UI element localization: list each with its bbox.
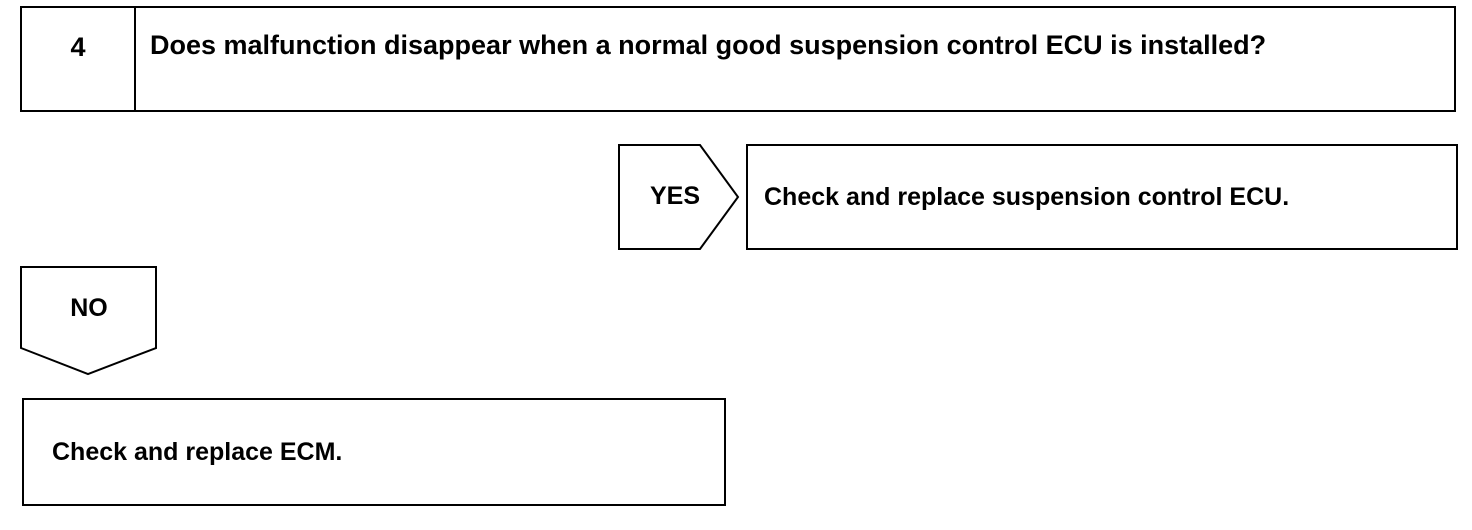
step-question: Does malfunction disappear when a normal… (150, 30, 1267, 60)
no-result-box: Check and replace ECM. (22, 398, 726, 506)
yes-arrow-shape (618, 144, 740, 250)
no-result-text: Check and replace ECM. (52, 437, 343, 466)
no-arrow-shape (20, 266, 157, 376)
step-box: 4 Does malfunction disappear when a norm… (20, 6, 1456, 112)
yes-result-text: Check and replace suspension control ECU… (764, 182, 1290, 211)
yes-result-box: Check and replace suspension control ECU… (746, 144, 1458, 250)
yes-label: YES (649, 182, 701, 210)
step-number: 4 (22, 8, 136, 110)
no-label: NO (70, 294, 108, 322)
